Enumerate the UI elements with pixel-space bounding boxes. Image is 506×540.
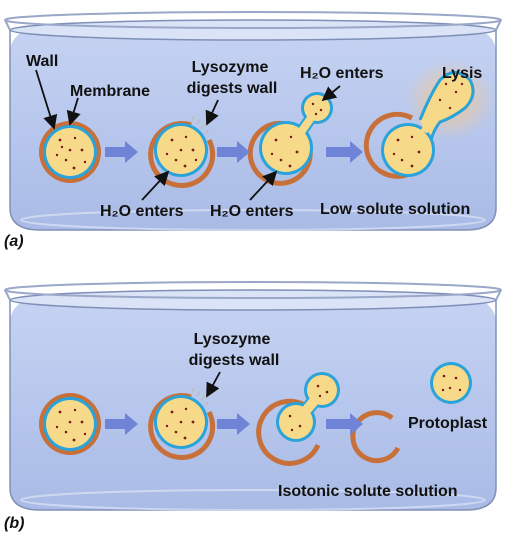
process-arrow-2-a [217,141,250,163]
process-arrow-2-b [217,413,250,435]
h2o-enters-top-label: H₂O enters [300,65,384,82]
digests-wall-label-a: digests wall [187,80,278,97]
cell-intact-a [39,121,101,183]
wall-label: Wall [26,53,58,70]
panel-a: Wall Membrane Lysozyme digests wall H₂O … [4,11,502,250]
empty-wall-b [350,410,401,464]
lysozyme-label-a: Lysozyme [192,59,269,76]
petri-dish-a [4,11,502,231]
cytoplasm-dots-a [55,82,464,170]
cell-swelling-a [247,92,333,186]
cell-escaping-b [256,372,340,466]
process-arrows-a [105,141,363,163]
lysozyme-marks-a [191,115,210,134]
process-arrows-b [105,413,363,435]
low-solute-solution-label: Low solute solution [320,201,470,218]
panel-b: Lysozyme digests wall Protoplast Isotoni… [4,281,502,532]
process-arrow-3-a [326,141,363,163]
lysozyme-label-b: Lysozyme [194,331,271,348]
protoplast-cell [430,362,472,404]
lysis-label: Lysis [442,65,482,82]
pointer-lines-b [206,371,221,398]
panel-letter-b: (b) [4,515,24,532]
h2o-enters-label-2: H₂O enters [210,203,294,220]
lysozyme-marks-b [191,387,210,406]
digests-wall-label-b: digests wall [189,352,280,369]
cell-lysis-a [363,60,495,179]
process-arrow-1-b [105,413,138,435]
petri-dish-b [4,281,502,511]
cytoplasm-dots-b [55,374,462,442]
panel-letter-a: (a) [4,233,24,250]
membrane-label: Membrane [70,83,150,100]
protoplast-label: Protoplast [408,415,488,432]
h2o-enters-label-1: H₂O enters [100,203,184,220]
isotonic-solute-solution-label: Isotonic solute solution [278,483,458,500]
cell-intact-b [39,393,101,455]
process-arrow-1-a [105,141,138,163]
process-arrow-3-b [326,413,363,435]
pointer-lines-a [35,69,341,201]
